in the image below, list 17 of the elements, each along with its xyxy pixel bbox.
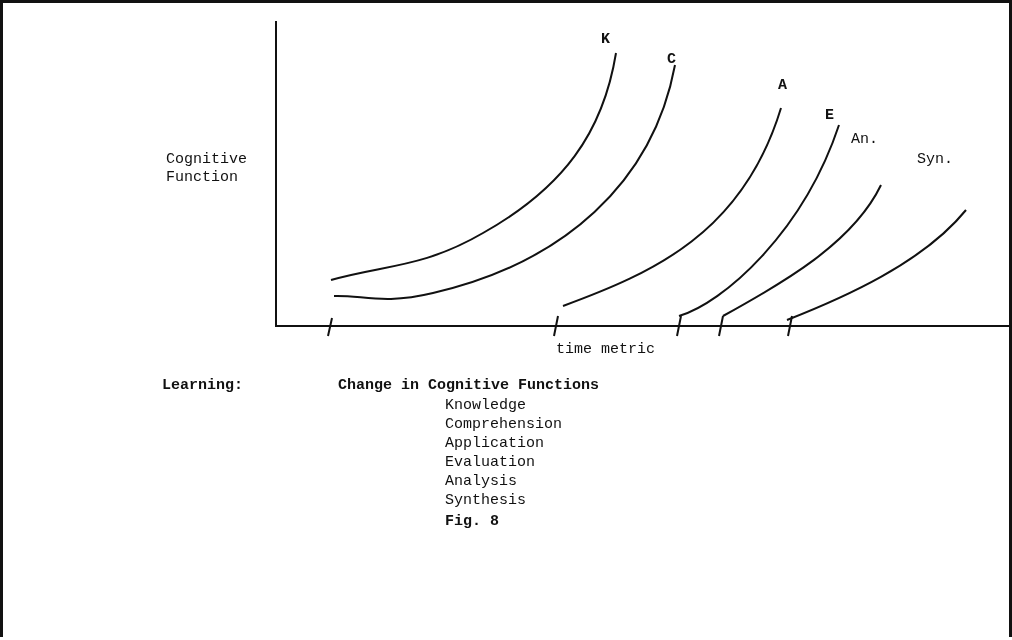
curve-label: C <box>667 51 676 69</box>
curve-label: E <box>825 107 834 125</box>
heading: Change in Cognitive Functions <box>338 377 600 395</box>
heading: Learning: <box>162 377 243 395</box>
list-item: Application <box>445 435 545 453</box>
list-item: Knowledge <box>445 397 526 415</box>
figure-caption: Fig. 8 <box>445 513 499 531</box>
axis-label: Cognitive Function <box>166 151 248 187</box>
curve-label: A <box>778 77 787 95</box>
curve-label: K <box>601 31 610 49</box>
list-item: Comprehension <box>445 416 563 434</box>
list-item: Synthesis <box>445 492 526 510</box>
curve-label: An. <box>851 131 878 149</box>
list-item: Analysis <box>445 473 517 491</box>
list-item: Evaluation <box>445 454 535 472</box>
axis-label: time metric <box>556 341 656 359</box>
curve-label: Syn. <box>917 151 953 169</box>
